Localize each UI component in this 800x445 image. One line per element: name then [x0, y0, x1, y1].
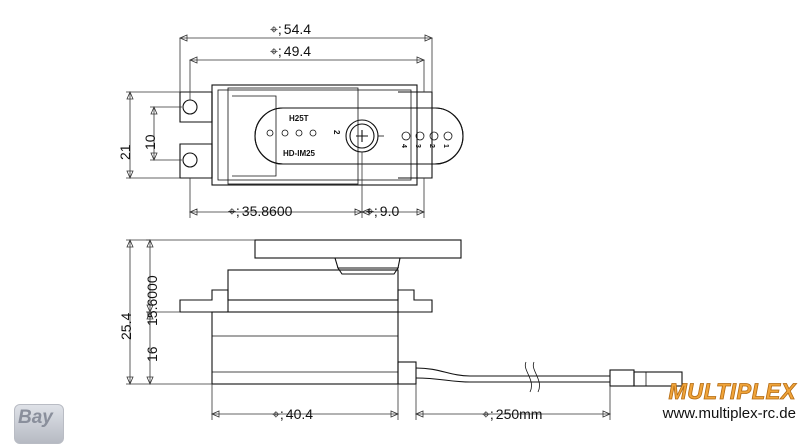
svg-text:2: 2 [428, 144, 435, 148]
cable [415, 367, 610, 377]
mount-hole [182, 99, 198, 115]
dim-arm-height: 15.6000 [144, 238, 160, 326]
watermark-text: Bay [18, 407, 53, 428]
dim-overall-width: ⌖;54.4 [178, 21, 434, 92]
brand-block: MULTIPLEX www.multiplex-rc.de [600, 379, 796, 423]
model-label-top: H25T [289, 114, 309, 123]
upper-case [227, 269, 399, 301]
svg-text:25.4: 25.4 [118, 313, 134, 340]
lower-case [211, 311, 399, 385]
svg-text:16: 16 [144, 346, 160, 362]
svg-text:⌖;40.4: ⌖;40.4 [272, 406, 313, 422]
svg-text:15.6000: 15.6000 [144, 275, 160, 326]
dim-total-height: 25.4 [118, 238, 255, 386]
dim-case-height: 16 [144, 310, 180, 386]
svg-text:3: 3 [414, 144, 421, 148]
svg-text:1: 1 [442, 144, 449, 148]
svg-text:⌖;49.4: ⌖;49.4 [270, 43, 311, 59]
svg-text:⌖;35.8600: ⌖;35.8600 [228, 203, 293, 219]
svg-text:4: 4 [400, 144, 407, 148]
svg-text:⌖;54.4: ⌖;54.4 [270, 21, 311, 37]
side-view: 25.4 16 15.6000 ⌖;40.4 ⌖;250mm [118, 238, 683, 422]
arm-hole-marker: 2 [332, 130, 341, 135]
dim-hole-spacing: ⌖;49.4 [188, 43, 426, 100]
svg-text:21: 21 [117, 144, 133, 160]
dim-length: ⌖;40.4 [210, 384, 400, 422]
dim-height: 21 [117, 90, 180, 180]
svg-text:⌖;250mm: ⌖;250mm [482, 406, 542, 422]
watermark-logo: Bay [14, 404, 64, 444]
model-label-bottom: HD-IM25 [283, 149, 316, 158]
dim-hole-height: 10 [142, 105, 182, 162]
mount-hole [182, 152, 198, 168]
brand-logo: MULTIPLEX [668, 379, 796, 404]
brand-website[interactable]: www.multiplex-rc.de [662, 405, 796, 422]
side-flange [179, 289, 229, 313]
right-flange [398, 91, 433, 179]
case-body [211, 84, 418, 186]
dim-shaft-offsets: ⌖;35.8600 ⌖;9.0 [188, 152, 426, 219]
svg-text:10: 10 [142, 134, 158, 150]
dim-cable-length: ⌖;250mm [414, 384, 612, 422]
svg-text:⌖;9.0: ⌖;9.0 [366, 203, 399, 219]
top-view: H25T HD-IM25 2 4 3 2 1 ⌖;54.4 ⌖;49.4 21 [117, 21, 464, 219]
arm-plate [254, 239, 462, 259]
